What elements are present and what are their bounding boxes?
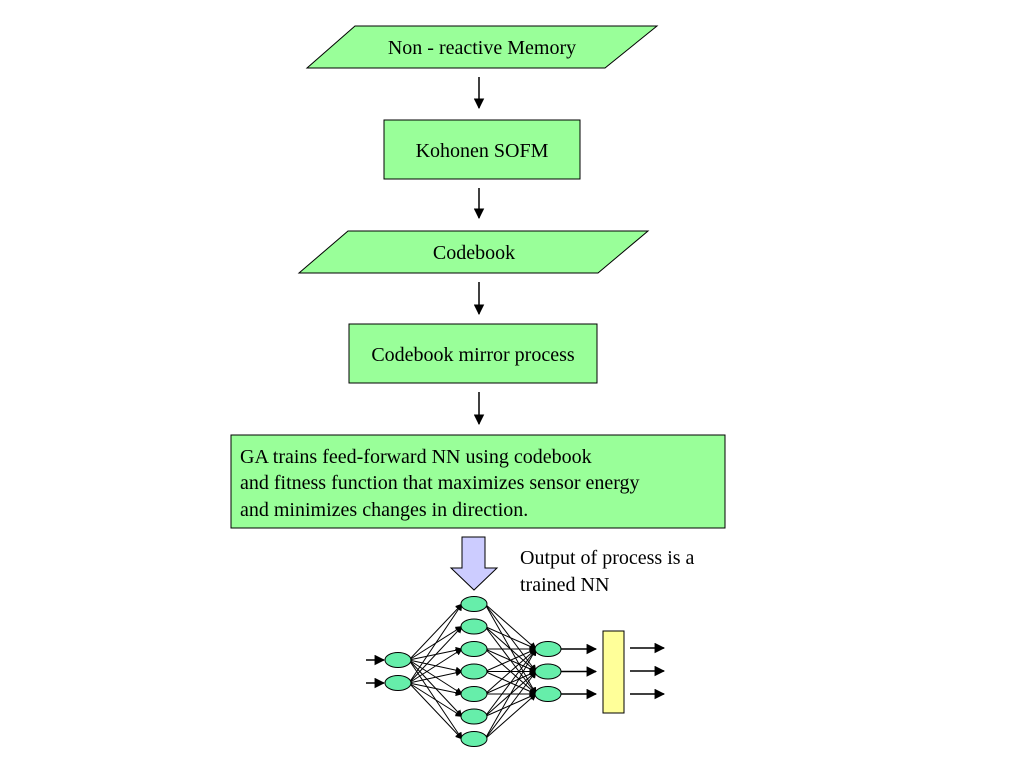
connection-hidden-6-output-2 xyxy=(484,693,537,740)
non-reactive-memory-node: Non - reactive Memory xyxy=(305,25,659,69)
kohonen-sofm-label: Kohonen SOFM xyxy=(416,140,549,162)
non-reactive-memory-label: Non - reactive Memory xyxy=(388,37,576,59)
output-note-line-1: Output of process is a xyxy=(520,547,695,569)
output-note-line-2: trained NN xyxy=(520,574,609,596)
output-node-2 xyxy=(534,686,562,702)
output-node-0 xyxy=(534,641,562,657)
input-node-1 xyxy=(384,675,412,691)
connection-hidden-6-output-0 xyxy=(484,648,537,740)
connection-hidden-5-output-0 xyxy=(484,648,537,717)
hidden-node-4 xyxy=(460,686,488,702)
connection-hidden-6-output-1 xyxy=(484,670,537,740)
codebook-mirror-process-label: Codebook mirror process xyxy=(371,344,575,366)
hidden-node-1 xyxy=(460,618,488,635)
ga-training-line-1: GA trains feed-forward NN using codebook xyxy=(240,446,592,468)
hidden-node-5 xyxy=(460,708,488,725)
connection-input-1-hidden-5 xyxy=(408,682,463,717)
connection-input-1-hidden-2 xyxy=(408,648,463,684)
input-node-0 xyxy=(384,652,412,668)
connection-hidden-1-output-0 xyxy=(484,626,537,650)
ga-training-line-3: and minimizes changes in direction. xyxy=(240,499,528,521)
ga-training-node: GA trains feed-forward NN using codebook… xyxy=(230,434,726,529)
hidden-node-6 xyxy=(460,731,488,747)
connection-input-1-hidden-1 xyxy=(408,625,463,684)
codebook-mirror-process-node: Codebook mirror process xyxy=(348,323,598,384)
trained-neural-network xyxy=(366,596,666,747)
connection-input-1-hidden-6 xyxy=(408,682,463,740)
connection-hidden-0-output-0 xyxy=(484,603,537,650)
big-down-arrow xyxy=(449,536,499,591)
connection-input-1-hidden-3 xyxy=(408,669,463,684)
connection-hidden-4-output-0 xyxy=(484,648,537,695)
output-box xyxy=(602,630,625,714)
output-node-1 xyxy=(534,663,562,680)
codebook-label: Codebook xyxy=(433,242,515,264)
connection-input-0-hidden-0 xyxy=(408,603,463,661)
hidden-node-2 xyxy=(460,641,488,657)
hidden-node-0 xyxy=(460,596,488,612)
ga-training-line-2: and fitness function that maximizes sens… xyxy=(240,472,640,494)
codebook-node: Codebook xyxy=(297,230,650,274)
hidden-node-3 xyxy=(460,663,488,680)
kohonen-sofm-node: Kohonen SOFM xyxy=(383,119,581,180)
connection-input-1-hidden-4 xyxy=(408,682,463,697)
connection-input-1-hidden-0 xyxy=(408,603,463,684)
connection-hidden-3-output-0 xyxy=(484,648,537,672)
